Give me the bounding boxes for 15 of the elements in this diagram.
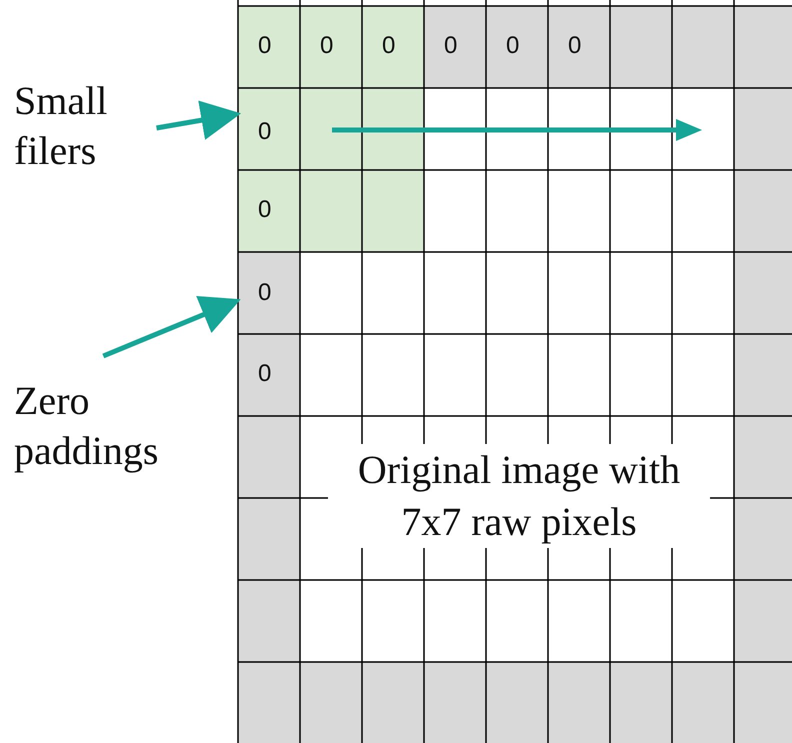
callout-text: Small filers: [14, 76, 164, 176]
arrow: [156, 100, 242, 140]
cell-value: 0: [506, 32, 520, 60]
cell-value: 0: [568, 32, 582, 60]
cell-value: 0: [320, 32, 334, 60]
cell-value: 0: [382, 32, 396, 60]
cell-value: 0: [258, 196, 272, 224]
image-caption: Original image with 7x7 raw pixels: [328, 444, 710, 548]
arrow: [102, 296, 241, 358]
cell-value: 0: [444, 32, 458, 60]
cell-value: 0: [258, 32, 272, 60]
callout-text: Zero paddings: [14, 376, 204, 476]
cell-value: 0: [258, 118, 272, 146]
cell-value: 0: [258, 360, 272, 388]
filter-region: [238, 6, 424, 252]
